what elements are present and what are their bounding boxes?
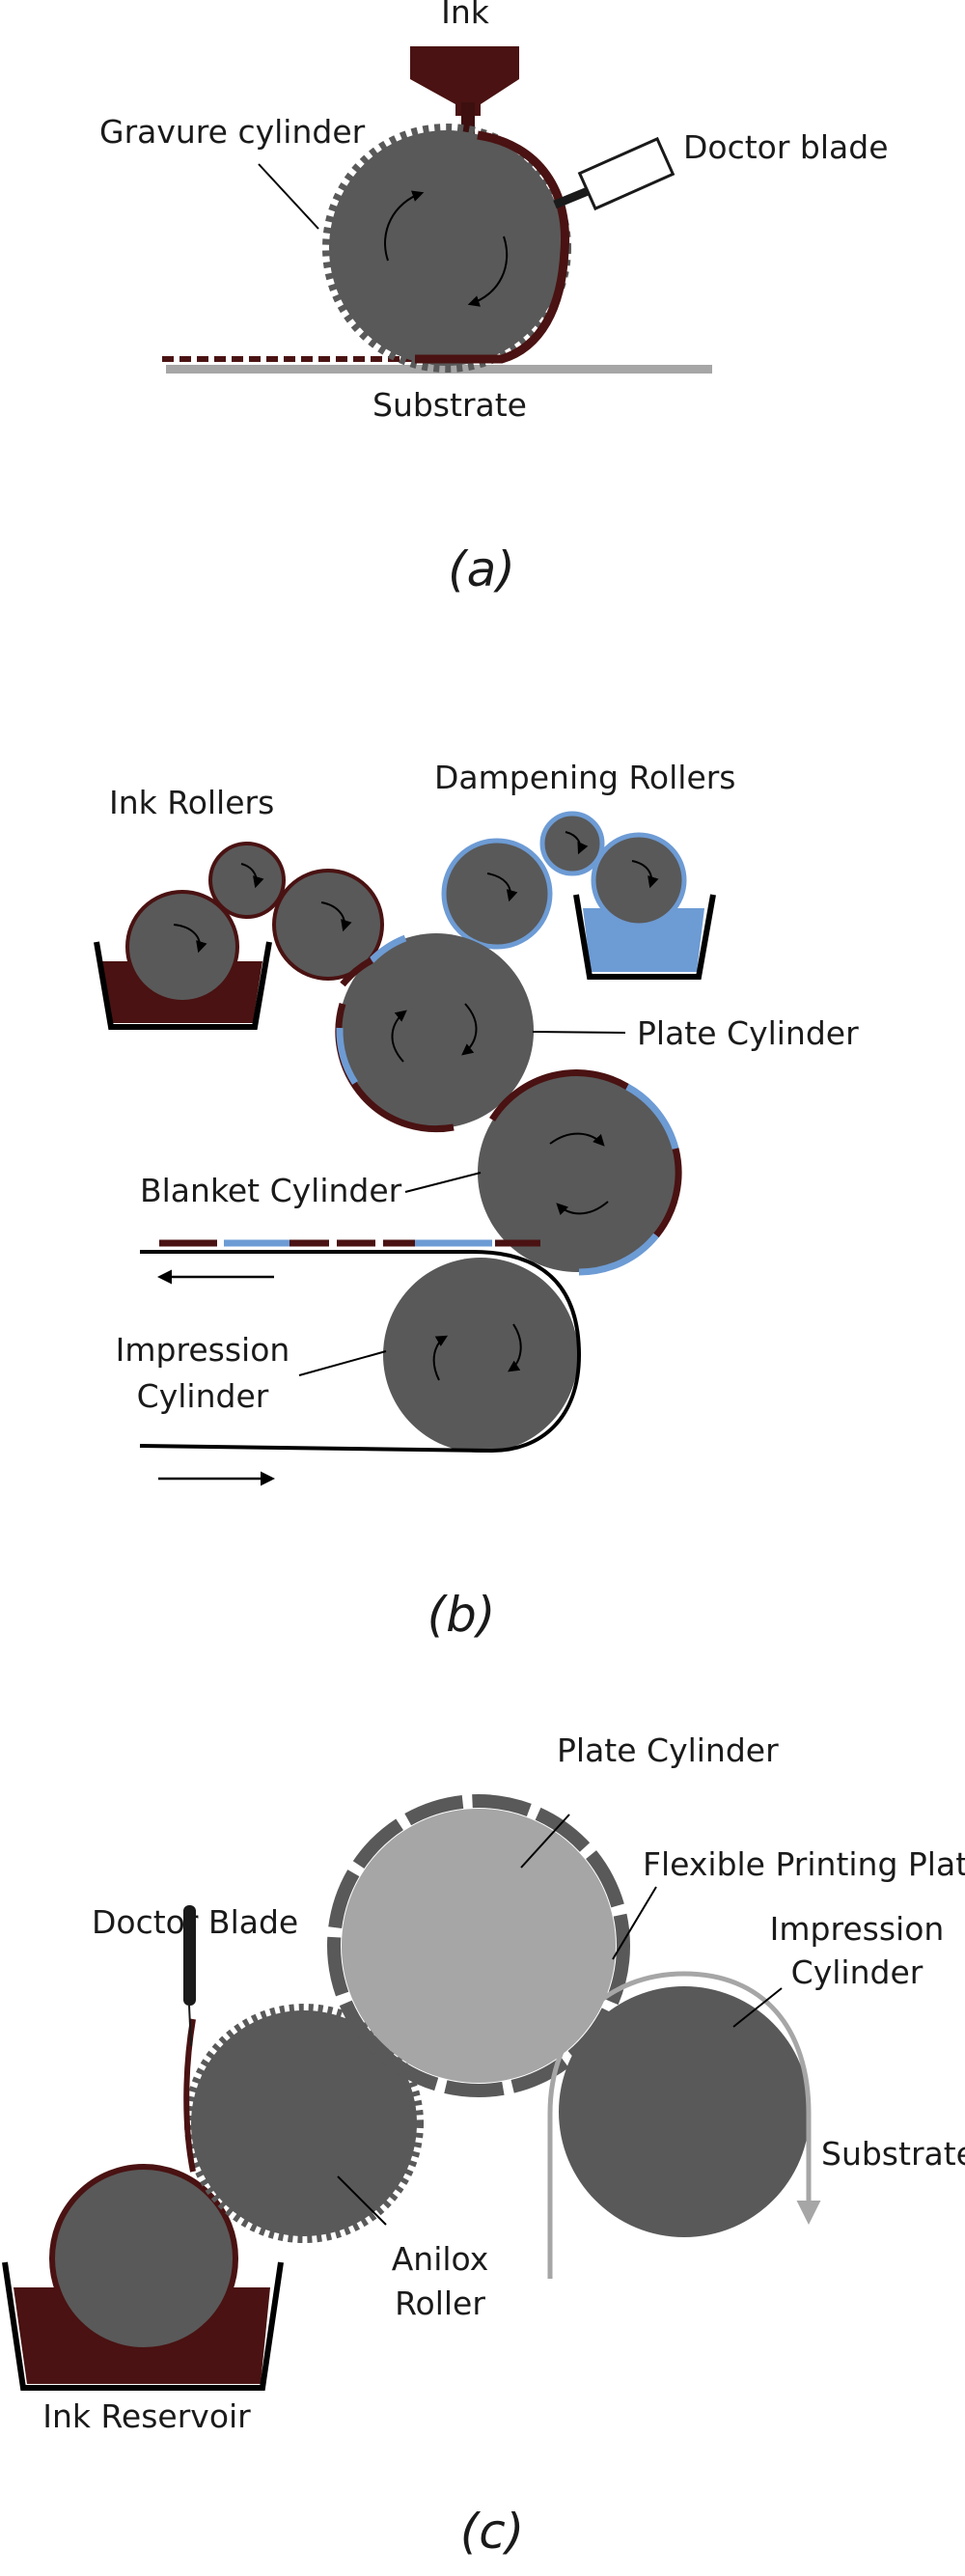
rot-blanket-b — [556, 1201, 609, 1216]
ink-roller-1 — [125, 890, 239, 1004]
caption-b: (b) — [427, 1587, 496, 1643]
impression-leader — [298, 1350, 387, 1376]
dampening-roller-1 — [441, 838, 553, 950]
plate-cylinder-leader — [520, 1814, 570, 1869]
rot-damp-2 — [565, 831, 589, 855]
rot-impression-a — [432, 1335, 449, 1381]
anilox-ink-film — [183, 2018, 196, 2173]
panel-c-flexography: Plate Cylinder Flexible Printing Plate D… — [2, 1731, 965, 2560]
label-anilox-line2: Roller — [395, 2285, 485, 2322]
water-trough-fill — [583, 908, 704, 972]
anilox-leader — [337, 2175, 387, 2226]
caption-a: (a) — [448, 541, 515, 597]
label-ink-rollers: Ink Rollers — [109, 784, 274, 821]
rot-blanket-a — [549, 1132, 605, 1147]
blanket-coat-c — [653, 1148, 682, 1238]
label-impression-c-line2: Cylinder — [791, 1953, 924, 1991]
plate-cylinder-c — [342, 1809, 616, 2083]
impression-c-leader — [732, 1987, 783, 2028]
impression-cylinder — [383, 1258, 578, 1453]
label-impression-line2: Cylinder — [137, 1377, 269, 1415]
blanket-leader — [404, 1172, 482, 1193]
label-plate-cylinder-c: Plate Cylinder — [557, 1731, 779, 1769]
blanket-cylinder — [478, 1073, 676, 1272]
rot-impression-b — [508, 1323, 522, 1372]
rot-plate-b — [461, 1003, 478, 1056]
substrate-web — [547, 1971, 821, 2279]
blanket-coat-a — [489, 1069, 629, 1122]
panel-b-offset: Ink Rollers Dampening Rollers Plate Cyli… — [94, 759, 859, 1643]
label-anilox-line1: Anilox — [392, 2240, 489, 2278]
rot-ink-2 — [240, 863, 264, 889]
label-ink: Ink — [441, 0, 490, 31]
ink-reservoir — [2, 2261, 284, 2391]
label-substrate: Substrate — [372, 386, 527, 424]
rot-damp-1 — [486, 873, 518, 902]
label-substrate-c: Substrate — [821, 2135, 965, 2173]
dampening-roller-2 — [539, 811, 605, 876]
plate-water-coat-top — [369, 934, 407, 963]
rotation-arrow-up — [384, 190, 425, 262]
ink-roller-3 — [272, 869, 384, 981]
impression-cylinder-c — [559, 1986, 810, 2237]
label-blanket-cylinder: Blanket Cylinder — [140, 1172, 402, 1209]
gravure-leader — [258, 163, 319, 230]
label-gravure-cylinder: Gravure cylinder — [99, 113, 366, 151]
fountain-roller — [49, 2164, 238, 2353]
doctor-blade-body — [577, 136, 676, 211]
water-trough — [573, 894, 716, 980]
label-flexible-printing-plate: Flexible Printing Plate — [643, 1845, 965, 1883]
plate-cylinder — [339, 933, 534, 1128]
ink-film — [415, 130, 570, 364]
ink-roller-2 — [208, 842, 286, 919]
label-doctor-blade: Doctor blade — [683, 128, 889, 166]
paper-web — [139, 1250, 582, 1454]
rot-plate-a — [391, 1010, 407, 1063]
plate-ink-top — [340, 956, 373, 987]
ink-hopper — [410, 46, 519, 116]
gravure-cylinder — [329, 130, 565, 366]
label-impression-c-line1: Impression — [770, 1910, 945, 1948]
doctor-blade — [183, 1905, 196, 2006]
label-impression-line1: Impression — [116, 1331, 290, 1369]
doctor-blade-arm — [553, 184, 594, 209]
ink-trough — [94, 941, 272, 1030]
rot-ink-3 — [320, 901, 352, 932]
label-plate-cylinder: Plate Cylinder — [637, 1014, 859, 1052]
rotation-arrow-down — [467, 235, 509, 307]
doctor-blade-tip — [188, 2005, 192, 2047]
label-dampening-rollers: Dampening Rollers — [434, 759, 736, 796]
anilox-roller — [191, 2010, 417, 2236]
label-ink-reservoir: Ink Reservoir — [42, 2397, 251, 2435]
plate-leader — [532, 1031, 626, 1034]
label-doctor-blade-c: Doctor Blade — [92, 1903, 298, 1941]
blanket-coat-b — [625, 1083, 679, 1150]
rot-damp-3 — [631, 860, 659, 889]
anilox-cells — [184, 2004, 424, 2243]
panel-a-gravure: Ink Gravure cylinder Doctor blade Substr… — [99, 0, 889, 597]
flexible-plate-leader — [612, 1886, 657, 1960]
rot-ink-1 — [173, 924, 207, 954]
caption-c: (c) — [460, 2504, 525, 2560]
blanket-coat-d — [578, 1233, 659, 1276]
dampening-roller-3 — [591, 832, 687, 928]
flexible-printing-plate — [327, 1794, 630, 2097]
plate-water-coat-left — [336, 1027, 358, 1085]
